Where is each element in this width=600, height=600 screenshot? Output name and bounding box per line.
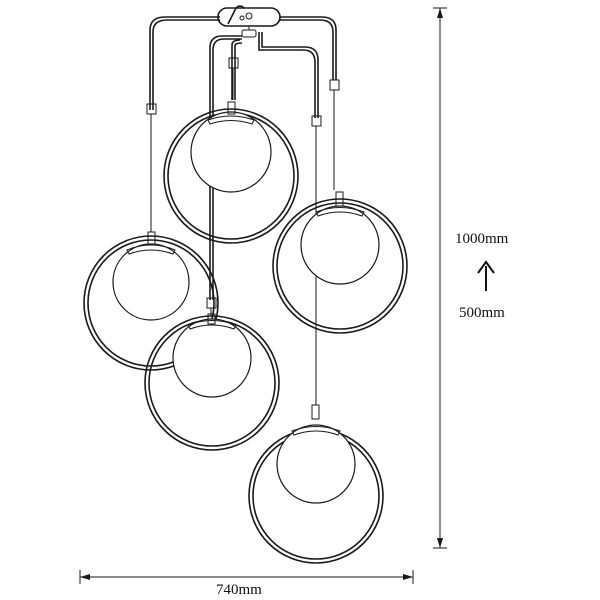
pendant-ring-globe xyxy=(248,404,384,564)
ceiling-canopy xyxy=(217,5,281,38)
lamp-arms xyxy=(149,16,337,300)
pendant-ring-globe xyxy=(163,101,299,244)
pendant-ring-globe xyxy=(144,313,280,451)
pendant-ring-globe xyxy=(272,191,408,334)
height-dimension-line xyxy=(433,7,447,549)
height-min-label: 500mm xyxy=(459,305,505,321)
height-max-label: 1000mm xyxy=(455,231,509,247)
pendant-ring-globe xyxy=(83,231,219,371)
width-dimension-line xyxy=(79,570,414,584)
arrow-up-icon xyxy=(477,260,495,291)
width-label: 740mm xyxy=(216,582,262,598)
